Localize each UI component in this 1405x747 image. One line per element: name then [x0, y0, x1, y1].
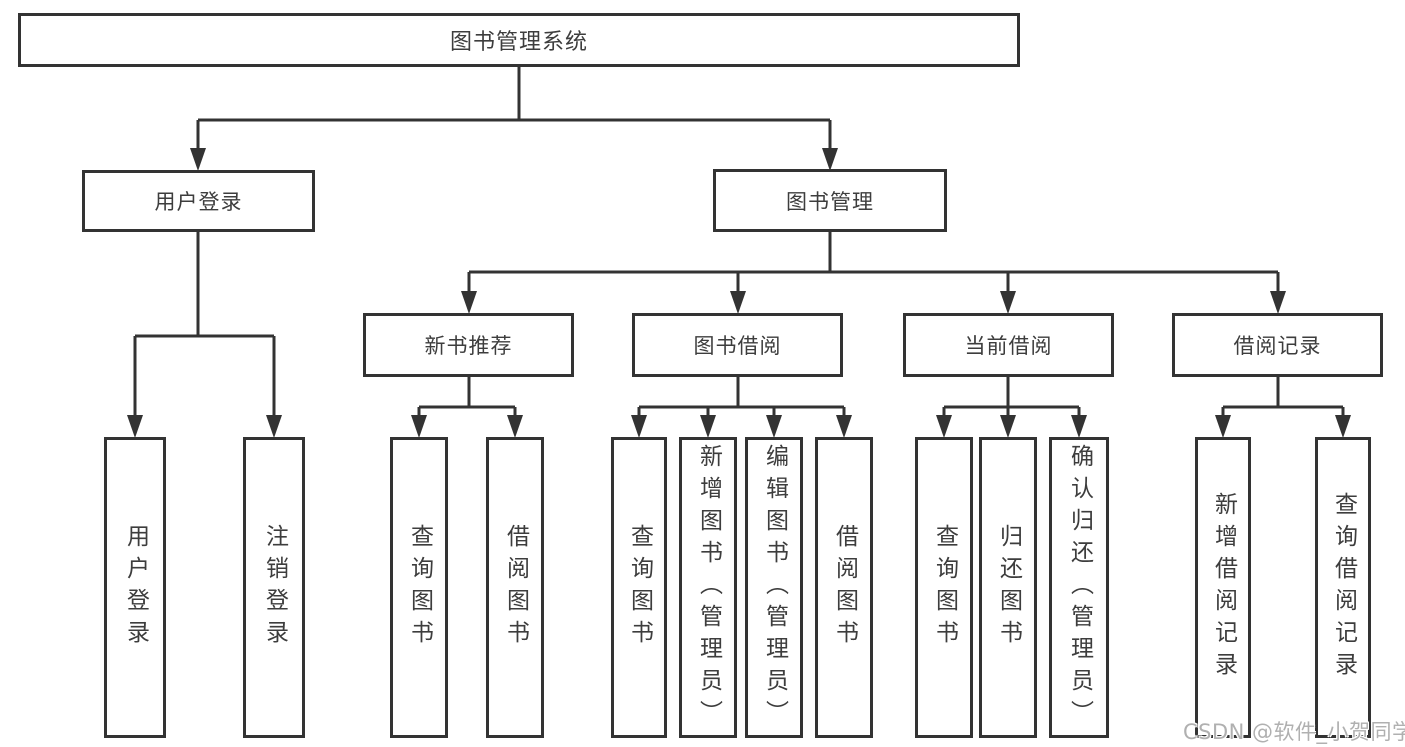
leaf-query-borrow-record-label: 查询借阅记录	[1330, 491, 1357, 684]
leaf-logout-label: 注销登录	[261, 523, 288, 652]
leaf-query-books-1-label: 查询图书	[406, 523, 433, 652]
leaf-edit-books-admin: 编辑图书（管理员）	[745, 437, 803, 738]
arrowhead	[266, 415, 282, 438]
arrowhead	[730, 291, 746, 314]
leaf-user-login: 用户登录	[104, 437, 166, 738]
leaf-query-books-1: 查询图书	[390, 437, 448, 738]
leaf-query-books-2-label: 查询图书	[626, 523, 653, 652]
arrowhead	[1071, 415, 1087, 438]
connector-book-management-children	[467, 232, 1280, 293]
node-current-borrowing: 当前借阅	[903, 313, 1114, 377]
arrowheads	[127, 148, 1351, 438]
leaf-borrow-books-2-label: 借阅图书	[831, 523, 858, 652]
leaf-query-books-2: 查询图书	[611, 437, 667, 738]
arrowhead	[1000, 291, 1016, 314]
connector-book-borrowing-children	[637, 377, 846, 418]
leaf-add-books-admin: 新增图书（管理员）	[679, 437, 737, 738]
leaf-edit-books-admin-label: 编辑图书（管理员）	[761, 443, 788, 732]
leaf-user-login-label: 用户登录	[122, 523, 149, 652]
arrowhead	[190, 148, 206, 171]
leaf-return-books-label: 归还图书	[995, 523, 1022, 652]
node-new-book-recommendation: 新书推荐	[363, 313, 574, 377]
leaf-query-borrow-record: 查询借阅记录	[1315, 437, 1371, 738]
connector-root-to-level2	[196, 67, 832, 150]
node-book-borrowing: 图书借阅	[632, 313, 843, 377]
leaf-return-books: 归还图书	[979, 437, 1037, 738]
arrowhead	[631, 415, 647, 438]
csdn-watermark: CSDN @软件_小贺同学	[1183, 720, 1405, 744]
arrowhead	[1335, 415, 1351, 438]
node-borrowing-records: 借阅记录	[1172, 313, 1383, 377]
connector-current-borrowing-children	[942, 377, 1081, 418]
connector-user-login-children	[133, 232, 276, 418]
arrowhead	[822, 148, 838, 171]
leaf-add-books-admin-label: 新增图书（管理员）	[695, 443, 722, 732]
leaf-add-borrow-record: 新增借阅记录	[1195, 437, 1251, 738]
node-library-management-system: 图书管理系统	[18, 13, 1020, 67]
arrowhead	[1215, 415, 1231, 438]
leaf-confirm-return-admin: 确认归还（管理员）	[1049, 437, 1109, 738]
node-user-login: 用户登录	[82, 170, 315, 232]
leaf-confirm-return-admin-label: 确认归还（管理员）	[1066, 443, 1093, 732]
leaf-borrow-books-1-label: 借阅图书	[502, 523, 529, 652]
node-book-management: 图书管理	[713, 169, 947, 232]
connector-borrowing-records-children	[1221, 377, 1345, 418]
arrowhead	[127, 415, 143, 438]
arrowhead	[507, 415, 523, 438]
arrowhead	[1270, 291, 1286, 314]
arrowhead	[1000, 415, 1016, 438]
leaf-logout: 注销登录	[243, 437, 305, 738]
arrowhead	[411, 415, 427, 438]
leaf-borrow-books-2: 借阅图书	[815, 437, 873, 738]
arrowhead	[836, 415, 852, 438]
leaf-add-borrow-record-label: 新增借阅记录	[1210, 491, 1237, 684]
arrowhead	[700, 415, 716, 438]
arrowhead	[936, 415, 952, 438]
leaf-query-books-3: 查询图书	[915, 437, 973, 738]
arrowhead	[461, 291, 477, 314]
leaf-query-books-3-label: 查询图书	[931, 523, 958, 652]
arrowhead	[766, 415, 782, 438]
connector-new-book-rec-children	[417, 377, 517, 418]
leaf-borrow-books-1: 借阅图书	[486, 437, 544, 738]
